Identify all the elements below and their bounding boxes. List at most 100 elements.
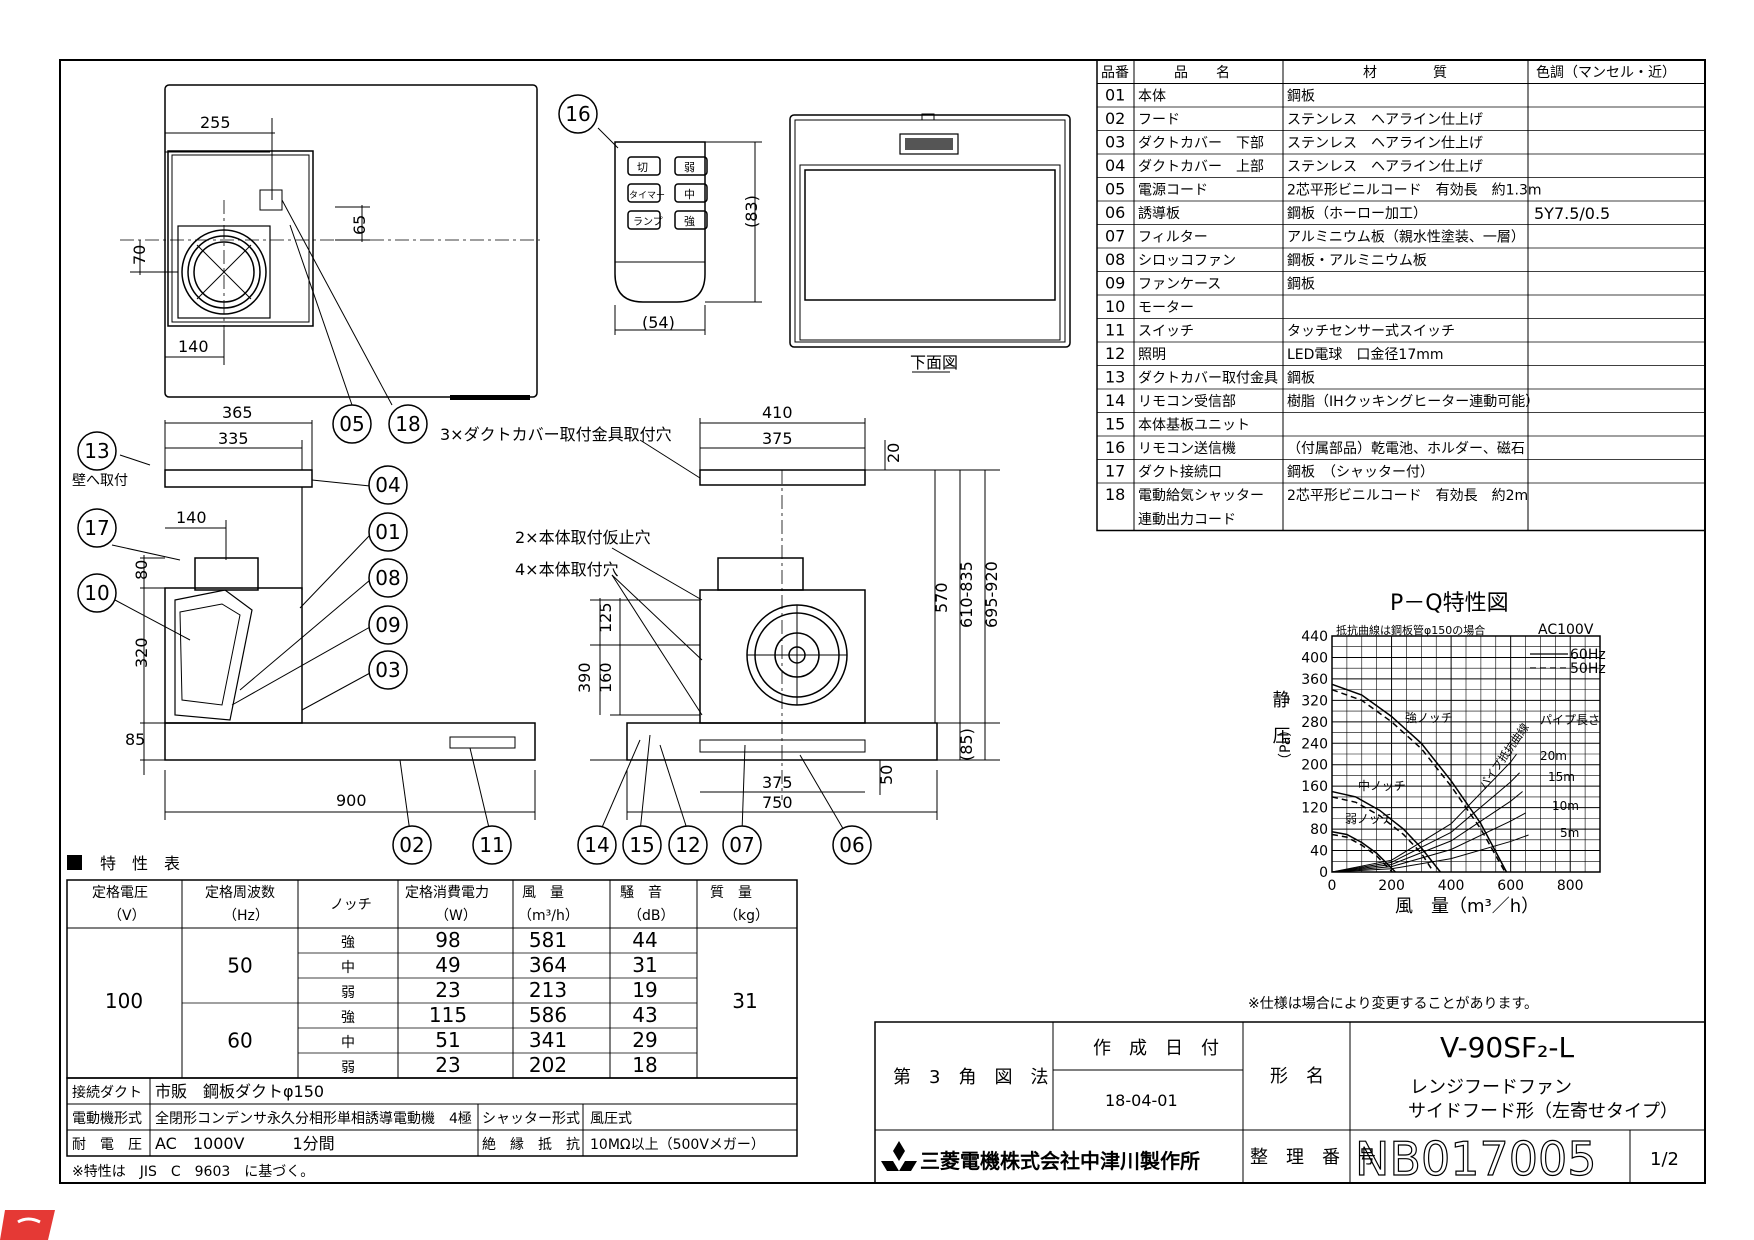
spec-power: 115 bbox=[429, 1003, 467, 1027]
part-balloon-label: 06 bbox=[839, 833, 864, 857]
part-number: 03 bbox=[1105, 133, 1125, 152]
side-view bbox=[111, 420, 536, 833]
part-name: シロッコファン bbox=[1138, 253, 1236, 269]
spec-airflow: 202 bbox=[529, 1053, 567, 1077]
chart-y-tick: 40 bbox=[1310, 844, 1328, 860]
chart-y-label: 静 圧 bbox=[1270, 690, 1291, 744]
chart-legend-60hz: 60Hz bbox=[1570, 647, 1606, 663]
part-material: ステンレス ヘアライン仕上げ bbox=[1287, 112, 1483, 128]
chart-x-tick: 200 bbox=[1378, 878, 1405, 894]
part-material: 鋼板 bbox=[1287, 89, 1315, 105]
spec-notch: 弱 bbox=[341, 985, 355, 1001]
chart-y-tick: 80 bbox=[1310, 822, 1328, 838]
model-number: V-90SF₂-L bbox=[1440, 1031, 1574, 1064]
insulation-label: 絶 縁 抵 抗 bbox=[482, 1137, 580, 1153]
remote-dim-height: (83) bbox=[742, 195, 761, 228]
remote-transmitter bbox=[597, 127, 762, 335]
part-material: ステンレス ヘアライン仕上げ bbox=[1287, 159, 1483, 175]
dim-570: 570 bbox=[932, 582, 951, 613]
withstand-value: AC 1000V 1分間 bbox=[155, 1134, 335, 1153]
spec-airflow: 213 bbox=[529, 978, 567, 1002]
part-name: ダクトカバー 下部 bbox=[1138, 136, 1264, 152]
part-material: 鋼板 （シャッター付） bbox=[1287, 465, 1434, 481]
spec-header-cell: ノッチ bbox=[330, 897, 372, 913]
chart-y-tick: 240 bbox=[1301, 736, 1328, 752]
part-name: リモコン受信部 bbox=[1138, 394, 1236, 410]
part-name: モーター bbox=[1138, 300, 1194, 316]
projection-method: 第 3 角 図 法 bbox=[893, 1067, 1048, 1088]
spec-table-frame bbox=[66, 879, 798, 1079]
part-material: 鋼板 bbox=[1287, 371, 1315, 387]
spec-title: 特 性 表 bbox=[100, 854, 180, 873]
wall-mount-note: 壁へ取付 bbox=[72, 473, 128, 489]
dim-50: 50 bbox=[877, 765, 896, 785]
spec-title-marker bbox=[67, 855, 82, 870]
parts-header-cell: 材 質 bbox=[1363, 65, 1447, 81]
part-name: ダクト接続口 bbox=[1138, 464, 1222, 481]
part-number: 10 bbox=[1105, 297, 1125, 316]
spec-airflow: 341 bbox=[529, 1028, 567, 1052]
spec-header-cell: （Hz） bbox=[223, 908, 269, 924]
remote-button-lamp: ランプ bbox=[633, 216, 663, 228]
chart-series-line bbox=[1331, 796, 1435, 873]
part-balloon-label: 12 bbox=[675, 833, 700, 857]
part-balloon-07 bbox=[722, 825, 762, 865]
chart-y-tick: 440 bbox=[1301, 629, 1328, 645]
dim-160: 160 bbox=[596, 662, 615, 693]
duct-label: 接続ダクト bbox=[72, 1084, 142, 1101]
dim-335: 335 bbox=[218, 429, 249, 448]
dim-65: 65 bbox=[350, 215, 369, 235]
dim-375-bottom: 375 bbox=[762, 773, 793, 792]
chart-resistance-curve bbox=[1331, 772, 1520, 873]
spec-noise: 44 bbox=[632, 928, 657, 952]
serial-label: 整 理 番 号 bbox=[1250, 1147, 1376, 1168]
spec-noise: 18 bbox=[632, 1053, 657, 1077]
spec-airflow: 364 bbox=[529, 953, 567, 977]
part-balloon-16 bbox=[558, 94, 598, 134]
mitsubishi-logo-icon bbox=[881, 1141, 917, 1171]
part-balloon-04 bbox=[368, 465, 408, 505]
part-material: 鋼板・アルミニウム板 bbox=[1287, 253, 1427, 269]
part-balloon-label: 05 bbox=[339, 412, 364, 436]
part-material: タッチセンサー式スイッチ bbox=[1287, 324, 1455, 340]
chart-x-tick: 0 bbox=[1328, 878, 1337, 894]
part-number: 08 bbox=[1105, 250, 1125, 269]
part-balloon-label: 17 bbox=[84, 516, 109, 540]
part-balloon-12 bbox=[668, 825, 708, 865]
spec-header-cell: （m³/h） bbox=[518, 908, 579, 924]
note-mount-holes: 4×本体取付穴 bbox=[515, 560, 619, 579]
dim-365: 365 bbox=[222, 403, 253, 422]
part-balloon-08 bbox=[368, 558, 408, 598]
chart-y-tick: 120 bbox=[1301, 801, 1328, 817]
chart-series-line bbox=[1331, 831, 1396, 873]
part-balloon-06 bbox=[832, 825, 872, 865]
spec-noise: 19 bbox=[632, 978, 657, 1002]
part-name: ファンケース bbox=[1138, 277, 1221, 293]
model-desc-1: レンジフードファン bbox=[1410, 1077, 1572, 1098]
title-block bbox=[874, 1021, 1706, 1184]
shutter-label: シャッター形式 bbox=[482, 1111, 580, 1127]
part-balloon-label: 07 bbox=[729, 833, 754, 857]
creation-date: 18-04-01 bbox=[1105, 1091, 1178, 1110]
spec-airflow: 586 bbox=[529, 1003, 567, 1027]
part-material: アルミニウム板（親水性塗装、一層） bbox=[1287, 229, 1525, 246]
spec-notch: 中 bbox=[341, 960, 355, 976]
remote-button-off: 切 bbox=[637, 161, 648, 174]
part-balloon-10 bbox=[77, 573, 117, 613]
part-balloon-label: 09 bbox=[375, 613, 400, 637]
dim-410: 410 bbox=[762, 403, 793, 422]
parts-header-cell: 品番 bbox=[1101, 65, 1129, 81]
part-balloon-05 bbox=[332, 404, 372, 444]
part-number: 05 bbox=[1105, 180, 1125, 199]
chart-y-tick: 0 bbox=[1319, 865, 1328, 881]
spec-header-cell: 定格電圧 bbox=[92, 885, 148, 901]
dim-610-835: 610-835 bbox=[957, 561, 976, 628]
dim-320: 320 bbox=[132, 637, 151, 668]
part-balloon-label: 03 bbox=[375, 658, 400, 682]
chart-x-tick: 800 bbox=[1557, 878, 1584, 894]
part-balloon-15 bbox=[622, 825, 662, 865]
part-balloon-01 bbox=[368, 512, 408, 552]
part-name: 電源コード bbox=[1138, 183, 1208, 199]
